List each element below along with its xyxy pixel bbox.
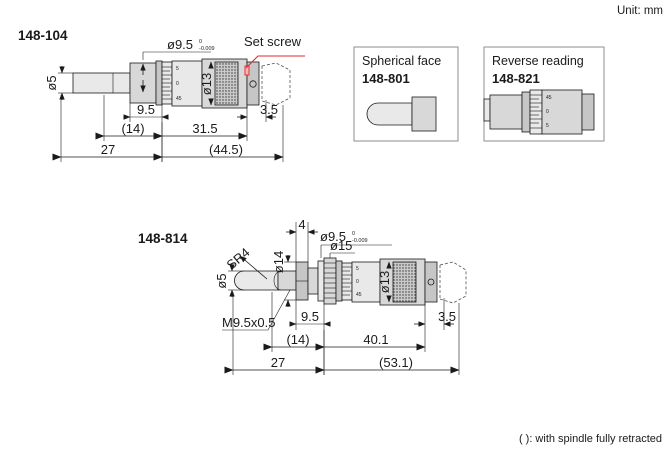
dim-label-sleeve-length-bottom: 9.5 — [301, 309, 319, 324]
unit-label: Unit: mm — [617, 5, 663, 17]
drawing-title-148-814: 148-814 — [138, 231, 188, 246]
dim-40p1-bottom: 40.1 — [315, 330, 426, 352]
drawing-148-104-geometry: 5 0 45 — [72, 58, 291, 109]
dim-4-bottom: 4 — [286, 217, 318, 262]
dim-label-tolerance-lower-bottom: -0.009 — [352, 238, 368, 244]
bottom-scale-mark-0: 0 — [356, 279, 359, 285]
dim-14-top: (14) — [95, 95, 163, 141]
dim-9p5-bottom: 9.5 — [289, 300, 331, 330]
dim-label-flange-thickness: 4 — [298, 217, 305, 232]
reverse-scale-mark-5: 5 — [546, 123, 549, 129]
reverse-scale-mark-0: 0 — [546, 109, 549, 115]
radius-tip-label: SR4 — [224, 245, 253, 273]
dim-label-thimble-travel: 3.5 — [260, 102, 278, 117]
dim-label-diameter-flange: ø14 — [271, 251, 286, 273]
variant-partnumber-spherical: 148-801 — [362, 71, 410, 86]
dim-diameter-15-bottom: ø15 — [329, 238, 355, 258]
dim-53p1-bottom: (53.1) — [315, 303, 460, 375]
dim-label-diameter-thimble: ø13 — [199, 73, 214, 95]
dim-label-bracket-retracted-bottom: (14) — [286, 332, 309, 347]
variant-heading-spherical: Spherical face — [362, 54, 441, 68]
dim-3p5-bottom: 3.5 — [414, 298, 456, 330]
dim-label-tolerance-upper: 0 — [199, 39, 202, 45]
drawing-title-148-104: 148-104 — [18, 28, 68, 43]
dim-14-bottom: (14) — [263, 292, 325, 352]
dim-label-overall-retracted: (44.5) — [209, 142, 243, 157]
dim-label-tolerance-upper-bottom: 0 — [352, 231, 355, 237]
scale-mark-5: 5 — [176, 66, 179, 72]
dim-27-top: 27 — [52, 95, 163, 162]
variant-heading-reverse: Reverse reading — [492, 54, 584, 68]
dim-label-diameter-thimble-bottom: ø13 — [377, 271, 392, 293]
dim-diameter-5-bottom: ø5 — [214, 264, 244, 297]
dim-27-bottom: 27 — [224, 292, 325, 375]
dim-diameter-13-bottom: ø13 — [377, 261, 392, 303]
dim-label-overall-retracted-bottom: (53.1) — [379, 355, 413, 370]
dim-label-thimble-travel-bottom: 3.5 — [438, 309, 456, 324]
dim-label-bracket-retracted: (14) — [121, 121, 144, 136]
drawing-148-814-geometry: 5 0 45 — [234, 257, 467, 306]
dim-31p5-top: 31.5 — [153, 121, 248, 141]
dim-label-tolerance-lower: -0.009 — [199, 46, 215, 52]
dim-label-diameter-spindle: ø5 — [44, 75, 59, 90]
dim-label-tolerance-main: ø9.5 — [167, 37, 193, 52]
dim-label-body-length-bottom: 40.1 — [363, 332, 388, 347]
reverse-scale-mark-45: 45 — [546, 95, 552, 101]
set-screw-label: Set screw — [244, 34, 302, 49]
dim-diameter-5-top: ø5 — [44, 66, 73, 100]
variant-box-reverse-reading[interactable]: Reverse reading 148-821 — [483, 46, 605, 142]
dim-label-diameter-spindle-bottom: ø5 — [214, 273, 229, 288]
scale-mark-0: 0 — [176, 81, 179, 87]
spherical-face-illustration — [366, 96, 437, 132]
dim-label-diameter-collar: ø15 — [330, 238, 352, 253]
bottom-scale-mark-5: 5 — [356, 266, 359, 272]
variant-partnumber-reverse: 148-821 — [492, 71, 540, 86]
dim-label-body-length: 31.5 — [192, 121, 217, 136]
annotation-thread: M9.5x0.5 — [222, 289, 291, 331]
dim-label-spindle-total-bottom: 27 — [271, 355, 285, 370]
footer-note: ( ): with spindle fully retracted — [519, 433, 662, 445]
dim-diameter-14-bottom: ø14 — [271, 251, 296, 307]
dim-diameter-9p5-bottom: ø9.5 0 -0.009 — [320, 229, 392, 258]
variant-box-spherical-face[interactable]: Spherical face 148-801 — [353, 46, 459, 142]
dim-label-sleeve-length: 9.5 — [137, 102, 155, 117]
thread-label: M9.5x0.5 — [222, 315, 275, 330]
reverse-reading-illustration: 45 0 5 — [483, 89, 595, 135]
dim-diameter-9p5-top: ø9.5 0 -0.009 — [140, 37, 215, 93]
dim-diameter-13-top: ø13 — [199, 61, 214, 106]
dim-3p5-top: 3.5 — [237, 100, 278, 122]
annotation-set-screw: Set screw — [244, 34, 305, 69]
dim-9p5-top: 9.5 — [123, 102, 169, 122]
dim-44p5-top: (44.5) — [153, 105, 284, 162]
dim-label-spindle-total: 27 — [101, 142, 115, 157]
bottom-scale-mark-45: 45 — [356, 292, 362, 298]
scale-mark-45: 45 — [176, 96, 182, 102]
dim-label-tolerance-main-bottom: ø9.5 — [320, 229, 346, 244]
